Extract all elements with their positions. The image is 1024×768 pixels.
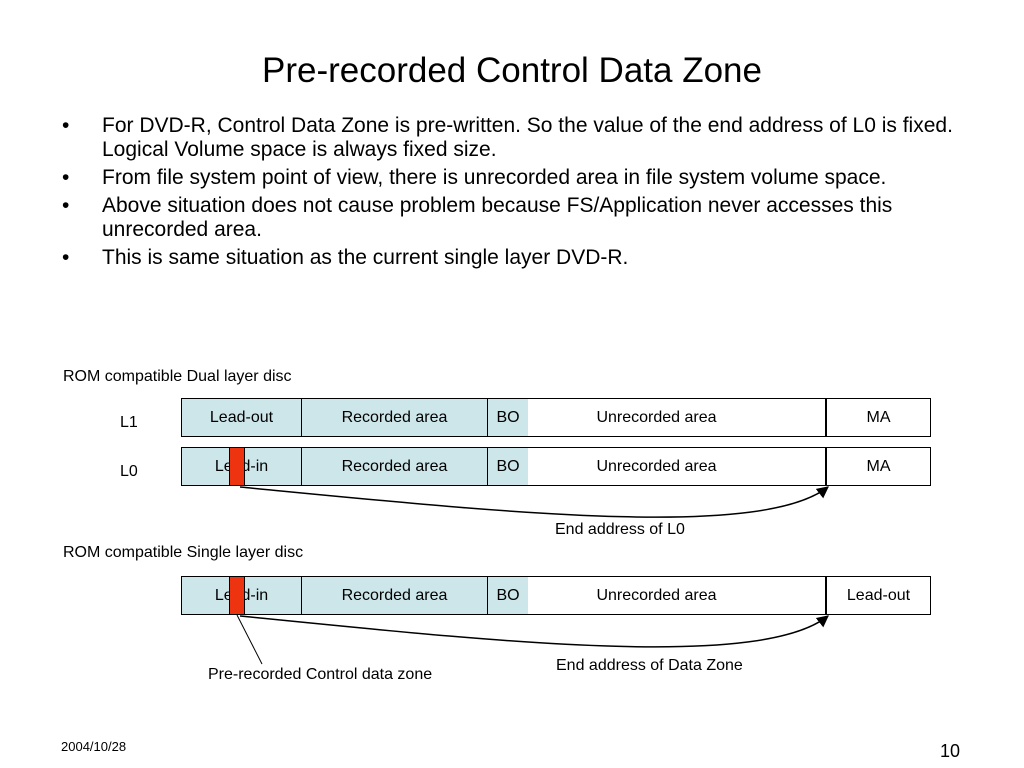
slide-page-number: 10 xyxy=(940,741,961,761)
l1-lead-out-segment: Lead-out xyxy=(182,399,302,436)
end-address-l0-label: End address of L0 xyxy=(555,521,685,538)
segment-label: MA xyxy=(866,408,891,426)
segment-label: Recorded area xyxy=(341,457,448,475)
l1-ma-segment: MA xyxy=(826,399,930,436)
bullet-marker: • xyxy=(62,194,70,217)
segment-label: BO xyxy=(496,408,520,426)
single-unrecorded-area-segment: Unrecorded area xyxy=(528,577,826,614)
segment-label: Unrecorded area xyxy=(596,586,717,604)
data-zone-end-address-arrow xyxy=(239,615,829,648)
l0-recorded-area-segment: Recorded area xyxy=(302,448,488,485)
single-control-data-zone-block xyxy=(229,576,245,615)
bullet-text: Above situation does not cause problem b… xyxy=(102,194,893,241)
segment-label: Unrecorded area xyxy=(596,408,717,426)
single-layer-bar: Lead-in Recorded area BO Unrecorded area… xyxy=(181,576,931,615)
l1-unrecorded-area-segment: Unrecorded area xyxy=(528,399,826,436)
segment-label: Lead-out xyxy=(846,586,911,604)
l0-unrecorded-area-segment: Unrecorded area xyxy=(528,448,826,485)
single-recorded-area-segment: Recorded area xyxy=(302,577,488,614)
single-lead-out-segment: Lead-out xyxy=(826,577,930,614)
bullet-text: For DVD-R, Control Data Zone is pre-writ… xyxy=(102,114,953,161)
control-data-zone-callout: Pre-recorded Control data zone xyxy=(208,666,433,683)
l0-layer-bar: Lead-in Recorded area BO Unrecorded area… xyxy=(181,447,931,486)
control-data-zone-pointer xyxy=(236,614,263,665)
end-address-data-zone-label: End address of Data Zone xyxy=(556,657,743,674)
segment-label: BO xyxy=(496,457,520,475)
bullet-item: • For DVD-R, Control Data Zone is pre-wr… xyxy=(62,114,962,162)
l1-recorded-area-segment: Recorded area xyxy=(302,399,488,436)
single-bo-segment: BO xyxy=(488,577,528,614)
segment-label: MA xyxy=(866,457,891,475)
l1-layer-bar: Lead-out Recorded area BO Unrecorded are… xyxy=(181,398,931,437)
l1-bo-segment: BO xyxy=(488,399,528,436)
bullet-text: From file system point of view, there is… xyxy=(102,166,887,189)
bullet-item: • From file system point of view, there … xyxy=(62,166,962,190)
bullet-item: • Above situation does not cause problem… xyxy=(62,194,962,242)
layer-label-l1: L1 xyxy=(120,414,138,431)
l0-end-address-arrow xyxy=(239,486,829,518)
bullet-marker: • xyxy=(62,246,70,269)
segment-label: Recorded area xyxy=(341,586,448,604)
bullet-text: This is same situation as the current si… xyxy=(102,246,629,269)
segment-label: Unrecorded area xyxy=(596,457,717,475)
bullet-list: • For DVD-R, Control Data Zone is pre-wr… xyxy=(62,114,962,274)
slide-date: 2004/10/28 xyxy=(61,739,127,754)
bullet-item: • This is same situation as the current … xyxy=(62,246,962,270)
segment-label: Recorded area xyxy=(341,408,448,426)
single-layer-heading: ROM compatible Single layer disc xyxy=(63,544,304,561)
l0-ma-segment: MA xyxy=(826,448,930,485)
bullet-marker: • xyxy=(62,114,70,137)
slide-title: Pre-recorded Control Data Zone xyxy=(262,51,762,90)
dual-layer-heading: ROM compatible Dual layer disc xyxy=(63,368,292,385)
segment-label: Lead-out xyxy=(209,408,274,426)
l0-bo-segment: BO xyxy=(488,448,528,485)
layer-label-l0: L0 xyxy=(120,463,138,480)
segment-label: BO xyxy=(496,586,520,604)
l0-control-data-zone-block xyxy=(229,447,245,486)
bullet-marker: • xyxy=(62,166,70,189)
